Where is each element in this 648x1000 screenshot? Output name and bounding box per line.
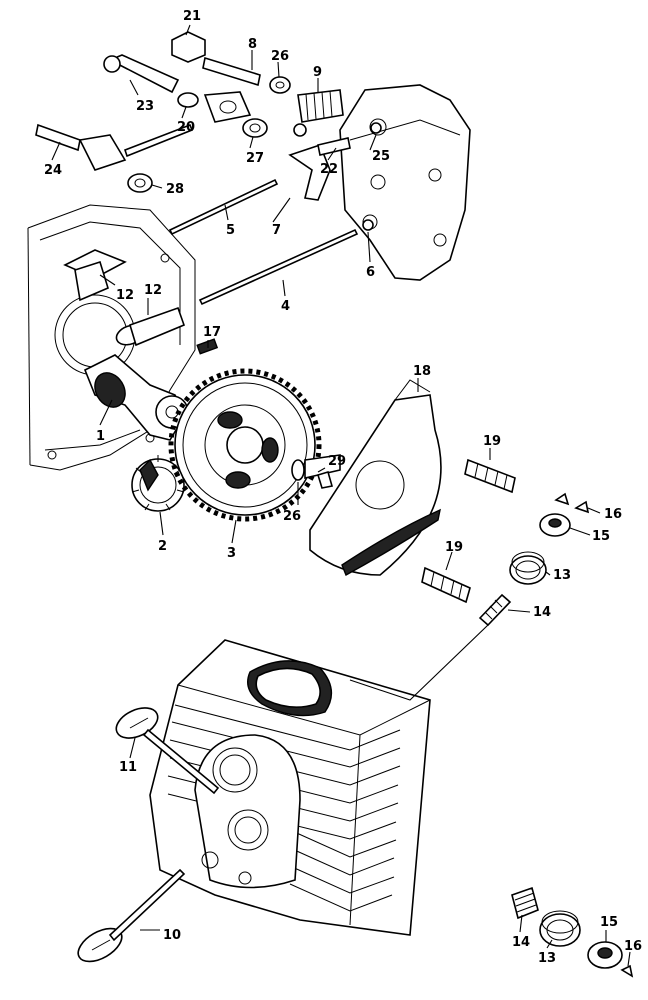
rocker-arm-holder	[339, 84, 471, 281]
pushrod-5	[168, 178, 279, 236]
washer-20	[177, 92, 199, 108]
callout-1: 1	[96, 429, 105, 444]
callout-10: 10	[163, 928, 181, 943]
washer-28	[127, 173, 153, 193]
washer-26-top	[269, 76, 291, 94]
callout-7: 7	[272, 223, 281, 238]
cylinder-head	[149, 639, 431, 936]
leader-lines	[51, 24, 631, 967]
spring-retainer-15-lower	[587, 941, 623, 969]
timing-gear-large	[168, 368, 322, 522]
callout-26-lower: 26	[283, 509, 301, 524]
callout-28: 28	[166, 182, 184, 197]
callout-29: 29	[328, 454, 346, 469]
callout-3: 3	[227, 546, 236, 561]
cam-cover-plate	[309, 379, 442, 576]
callout-18: 18	[413, 364, 431, 379]
spring-9	[297, 89, 344, 123]
callout-24: 24	[44, 163, 62, 178]
bolt-29	[291, 454, 341, 489]
callout-15-upper: 15	[592, 529, 610, 544]
assembly-guide-line	[349, 624, 489, 701]
washer-27	[242, 118, 268, 138]
callout-27: 27	[246, 151, 264, 166]
callout-16-upper: 16	[604, 507, 622, 522]
callout-4: 4	[281, 299, 290, 314]
callout-8: 8	[248, 37, 257, 52]
valve-spring-14-mid	[478, 593, 512, 627]
timing-gear-small	[131, 455, 185, 512]
callout-26-top: 26	[271, 49, 289, 64]
valve-spring-13-lower	[539, 910, 581, 947]
callout-13-lower: 13	[538, 951, 556, 966]
callout-12-upper: 12	[116, 288, 134, 303]
valve-spring-19-lower	[421, 566, 471, 604]
callout-14-lower: 14	[512, 935, 530, 950]
valve-10	[77, 868, 186, 963]
adjuster-6	[362, 219, 374, 231]
banjo-bolt-23	[103, 54, 180, 94]
oil-line-24	[35, 123, 194, 171]
callout-17: 17	[203, 325, 221, 340]
valve-cotter-16-upper	[554, 492, 590, 514]
callout-5: 5	[226, 223, 235, 238]
callout-20: 20	[177, 120, 195, 135]
valve-spring-14-lower	[511, 886, 539, 920]
callout-23: 23	[136, 99, 154, 114]
rocker-shaft-22	[317, 137, 351, 156]
bolt-12-upper	[63, 249, 127, 302]
spring-retainer-15-upper	[539, 513, 571, 537]
callout-12-lower: 12	[144, 283, 162, 298]
callout-labels: 21 8 26 9 23 20 27 22 25 24 28 5 7 6 4 1…	[44, 9, 642, 966]
dowel-pin-17	[196, 338, 219, 355]
callout-16-lower: 16	[624, 939, 642, 954]
pushrod-4	[198, 228, 359, 306]
callout-13-mid: 13	[553, 568, 571, 583]
callout-19-upper: 19	[483, 434, 501, 449]
bolt-21	[171, 31, 206, 63]
valve-spring-13-mid	[509, 551, 547, 585]
callout-22: 22	[320, 162, 338, 177]
callout-11: 11	[119, 760, 137, 775]
banjo-fitting	[203, 91, 252, 123]
valve-11	[115, 707, 220, 795]
valve-spring-19-upper	[464, 458, 516, 494]
callout-14-mid: 14	[533, 605, 551, 620]
callout-2: 2	[158, 539, 167, 554]
callout-6: 6	[366, 265, 375, 280]
callout-25: 25	[372, 149, 390, 164]
callout-15-lower: 15	[600, 915, 618, 930]
pin-8	[202, 56, 261, 87]
valve-cotter-16-lower	[620, 964, 634, 978]
bolt-12-lower	[115, 306, 186, 347]
camshaft	[83, 354, 189, 441]
callout-21: 21	[183, 9, 201, 24]
callout-19-lower: 19	[445, 540, 463, 555]
adjuster-25	[370, 122, 382, 134]
callout-9: 9	[313, 65, 322, 80]
